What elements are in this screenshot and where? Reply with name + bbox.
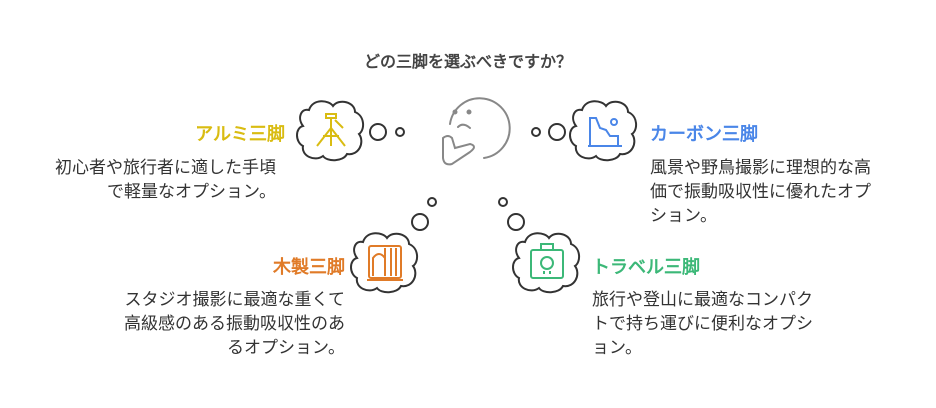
description-line: ョン。 (592, 338, 642, 358)
description-line: ション。 (650, 206, 717, 226)
carbon-label: カーボン三脚 (650, 124, 758, 145)
aluminum-description: 初心者や旅行者に適した手頃 で軽量なオプション。 (0, 156, 276, 204)
description-line: 初心者や旅行者に適した手頃 (55, 158, 276, 178)
carbon-cloud (569, 100, 638, 162)
description-line: で軽量なオプション。 (107, 182, 276, 202)
description-line: るオプション。 (227, 338, 345, 358)
thought-bubbles (369, 123, 566, 231)
aluminum-cloud (296, 100, 365, 162)
description-line: 価で振動吸収性に優れたオプ (650, 182, 871, 202)
description-line: 高級感のある振動吸収性のあ (124, 314, 345, 334)
travel-label: トラベル三脚 (592, 257, 700, 278)
travel-cloud (512, 232, 581, 294)
description-line: スタジオ撮影に最適な重くて (124, 290, 346, 310)
description-line: 風景や野鳥撮影に理想的な高 (650, 158, 871, 178)
landscape-icon (588, 117, 622, 147)
tripod-icon (316, 113, 346, 147)
wood-label: 木製三脚 (273, 257, 345, 278)
wood-cloud (350, 232, 419, 294)
thinking-face-icon (442, 97, 511, 166)
wood-icon (367, 245, 403, 281)
aluminum-label: アルミ三脚 (195, 124, 285, 145)
description-line: 旅行や登山に最適なコンパク (592, 290, 813, 310)
diagram-title: どの三脚を選ぶべきですか？ (363, 52, 572, 71)
wood-description: スタジオ撮影に最適な重くて 高級感のある振動吸収性のあ るオプション。 (55, 288, 345, 360)
carbon-description: 風景や野鳥撮影に理想的な高 価で振動吸収性に優れたオプ ション。 (650, 156, 930, 228)
camera-bag-icon (530, 243, 564, 279)
description-line: トで持ち運びに便利なオプシ (592, 314, 813, 334)
travel-description: 旅行や登山に最適なコンパク トで持ち運びに便利なオプシ ョン。 (592, 288, 882, 360)
